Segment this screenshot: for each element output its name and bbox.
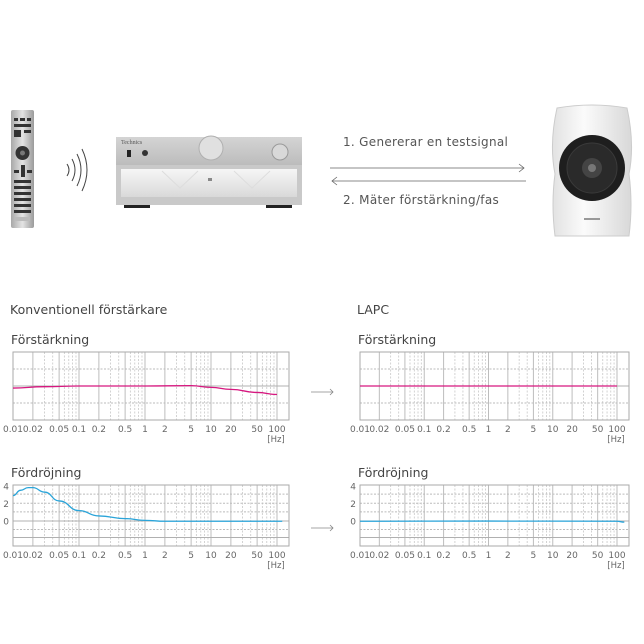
x-tick-label: 0.1	[417, 551, 431, 561]
x-tick-label: 100	[608, 551, 625, 561]
chart-title: Förstärkning	[358, 332, 436, 347]
chart-title: Fördröjning	[11, 465, 81, 480]
x-tick-label: 0.02	[23, 425, 43, 435]
x-tick-label: 20	[225, 425, 237, 435]
x-tick-label: 0.01	[3, 425, 23, 435]
x-tick-label: 0.5	[118, 551, 132, 561]
x-tick-label: 50	[251, 425, 263, 435]
x-tick-label: 50	[592, 425, 604, 435]
x-tick-label: 2	[505, 425, 511, 435]
chart-title: Fördröjning	[358, 465, 428, 480]
x-tick-label: 2	[162, 551, 168, 561]
x-unit-label: [Hz]	[267, 435, 285, 445]
arrow-left-icon	[330, 171, 526, 190]
x-tick-label: 0.2	[436, 551, 450, 561]
chart-frame	[12, 351, 290, 421]
x-tick-label: 50	[592, 551, 604, 561]
y-tick-label: 4	[350, 482, 356, 492]
x-tick-label: 100	[268, 551, 285, 561]
amplifier-brand-logo: Technics	[121, 140, 143, 146]
x-tick-label: 0.5	[462, 551, 476, 561]
x-tick-label: 20	[566, 551, 578, 561]
x-tick-label: 0.05	[49, 425, 69, 435]
x-tick-label: 0.01	[350, 551, 370, 561]
y-tick-label: 0	[3, 518, 9, 528]
delay-transition-arrow-icon	[311, 517, 335, 536]
gain-series-line	[12, 385, 278, 396]
x-unit-label: [Hz]	[607, 435, 625, 445]
step1-label: 1. Genererar en testsignal	[343, 135, 509, 149]
x-tick-label: 0.5	[118, 425, 132, 435]
x-tick-label: 5	[188, 425, 194, 435]
x-tick-label: 10	[205, 551, 217, 561]
x-tick-label: 0.02	[23, 551, 43, 561]
x-tick-label: 5	[188, 551, 194, 561]
wireless-signal-icon	[63, 148, 89, 192]
delay-series-line	[359, 520, 625, 523]
x-tick-label: 100	[268, 425, 285, 435]
x-tick-label: 10	[547, 551, 559, 561]
remote-control-image	[10, 110, 35, 228]
y-tick-label: 2	[350, 500, 356, 510]
y-tick-label: 0	[350, 518, 356, 528]
speaker-image	[551, 104, 633, 240]
x-tick-label: 0.1	[417, 425, 431, 435]
x-tick-label: 0.05	[395, 425, 415, 435]
chart-frame	[12, 484, 290, 547]
y-tick-label: 2	[3, 500, 9, 510]
chart-title: Förstärkning	[11, 332, 89, 347]
x-tick-label: 0.5	[462, 425, 476, 435]
x-tick-label: 0.05	[49, 551, 69, 561]
x-tick-label: 20	[225, 551, 237, 561]
x-tick-label: 0.02	[369, 551, 389, 561]
x-tick-label: 1	[142, 551, 148, 561]
arrow-right-icon	[330, 158, 526, 177]
delay-series-line	[12, 487, 283, 522]
x-tick-label: 0.05	[395, 551, 415, 561]
step2-label: 2. Mäter förstärkning/fas	[343, 193, 500, 207]
x-tick-label: 0.2	[92, 425, 106, 435]
x-tick-label: 1	[142, 425, 148, 435]
x-tick-label: 0.2	[92, 551, 106, 561]
x-tick-label: 0.2	[436, 425, 450, 435]
conventional-amplifier-title: Konventionell förstärkare	[10, 302, 168, 317]
x-tick-label: 0.01	[350, 425, 370, 435]
chart-frame	[359, 484, 630, 547]
x-unit-label: [Hz]	[267, 561, 285, 571]
lapc-title: LAPC	[357, 302, 390, 317]
x-tick-label: 5	[531, 551, 537, 561]
x-tick-label: 0.01	[3, 551, 23, 561]
x-tick-label: 2	[162, 425, 168, 435]
x-tick-label: 1	[486, 425, 492, 435]
x-tick-label: 10	[547, 425, 559, 435]
gain-transition-arrow-icon	[311, 381, 335, 400]
x-tick-label: 50	[251, 551, 263, 561]
x-tick-label: 0.1	[72, 551, 86, 561]
x-tick-label: 5	[531, 425, 537, 435]
amplifier-image: Technics	[114, 134, 304, 210]
x-unit-label: [Hz]	[607, 561, 625, 571]
x-tick-label: 0.1	[72, 425, 86, 435]
x-tick-label: 10	[205, 425, 217, 435]
x-tick-label: 2	[505, 551, 511, 561]
x-tick-label: 1	[486, 551, 492, 561]
x-tick-label: 100	[608, 425, 625, 435]
x-tick-label: 0.02	[369, 425, 389, 435]
x-tick-label: 20	[566, 425, 578, 435]
y-tick-label: 4	[3, 482, 9, 492]
